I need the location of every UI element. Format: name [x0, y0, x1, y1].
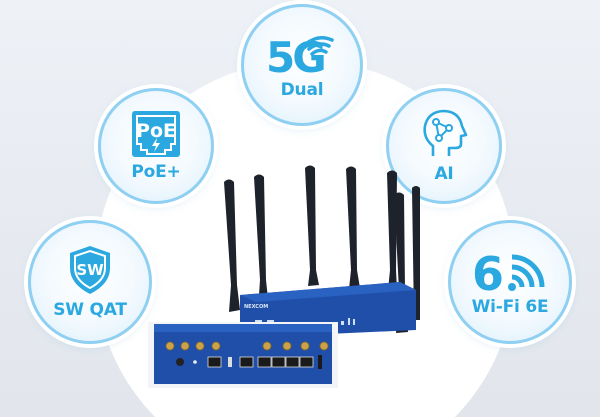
svg-text:6: 6 [472, 247, 504, 293]
svg-text:5G: 5G [266, 33, 324, 76]
ethernet-port-icon [257, 356, 314, 368]
ai-head-icon [423, 109, 468, 156]
shield-icon: SW [70, 246, 110, 294]
feature-label: SW QAT [53, 300, 127, 320]
feature-badge-ai: AI [386, 88, 502, 204]
feature-badge-poe: PoE PoE+ [98, 88, 214, 204]
antenna-icon [224, 165, 420, 333]
feature-label: Dual [280, 80, 324, 100]
router-back-unit: NEXCOM [224, 165, 420, 338]
svg-text:PoE: PoE [136, 120, 176, 142]
feature-badge-5g: 5G Dual [241, 4, 363, 126]
5g-signal-icon: 5G [266, 33, 334, 76]
feature-label: Wi-Fi 6E [471, 297, 549, 317]
brand-logo: NEXCOM [244, 304, 268, 310]
svg-text:SW: SW [76, 261, 104, 279]
poe-port-icon: PoE [132, 111, 180, 157]
feature-label: PoE+ [131, 162, 181, 182]
router-front-unit [148, 322, 338, 388]
antenna-connector-icon [165, 341, 329, 351]
feature-badge-sw-qat: SW SW QAT [28, 220, 152, 344]
feature-label: AI [434, 164, 454, 184]
feature-badge-wifi-6e: 6 Wi-Fi 6E [448, 220, 572, 344]
wifi-6-icon: 6 [472, 247, 545, 293]
